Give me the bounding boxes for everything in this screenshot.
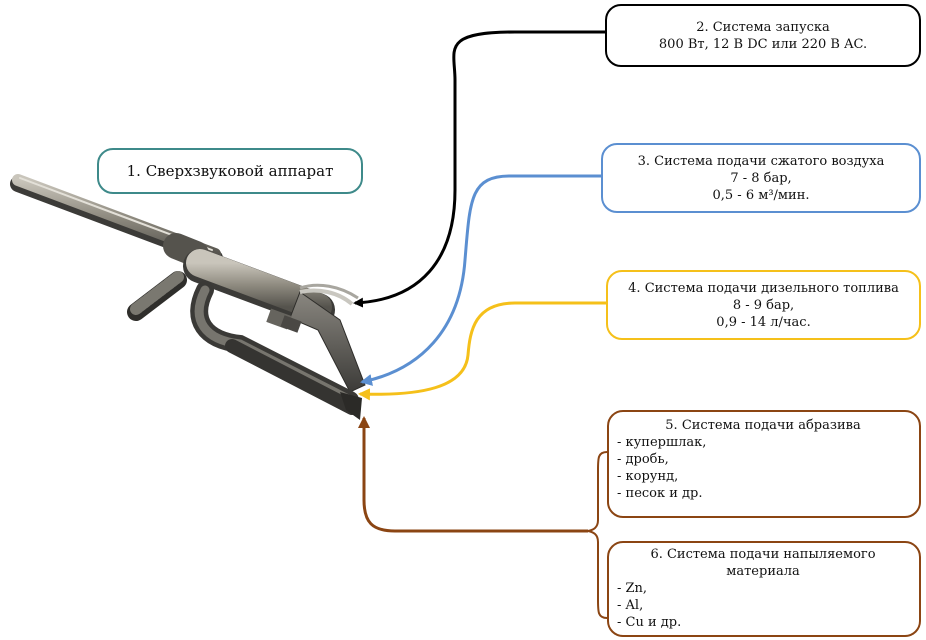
sprayed-material-item: - Zn, bbox=[617, 581, 648, 596]
launch-system-title: 2. Система запуска bbox=[696, 19, 830, 35]
diesel-fuel-title: 4. Система подачи дизельного топлива bbox=[628, 280, 899, 296]
abrasive-item: - корунд, bbox=[617, 469, 679, 484]
device-title-box: 1. Сверхзвуковой аппарат bbox=[97, 148, 363, 194]
launch-system-box: 2. Система запуска 800 Вт, 12 В DC или 2… bbox=[605, 4, 921, 67]
connector-diesel-fuel bbox=[358, 301, 606, 401]
launch-system-spec: 800 Вт, 12 В DC или 220 В AC. bbox=[658, 36, 868, 52]
compressed-air-pressure: 7 - 8 бар, bbox=[730, 170, 792, 186]
sprayed-material-item: - Cu и др. bbox=[617, 615, 682, 630]
sprayed-material-title: материала bbox=[726, 564, 800, 579]
supersonic-apparatus-illustration bbox=[10, 174, 366, 420]
abrasive-box: 5. Система подачи абразива - купершлак, … bbox=[607, 410, 921, 518]
sprayed-material-box: 6. Система подачи напыляемого материала … bbox=[607, 541, 921, 637]
compressed-air-title: 3. Система подачи сжатого воздуха bbox=[637, 153, 885, 169]
connector-abrasive-bracket bbox=[587, 451, 608, 619]
sprayed-material-title: 6. Система подачи напыляемого bbox=[650, 547, 876, 562]
diesel-fuel-flow: 0,9 - 14 л/час. bbox=[716, 314, 811, 330]
device-title: 1. Сверхзвуковой аппарат bbox=[126, 161, 334, 180]
abrasive-item: - купершлак, bbox=[617, 435, 707, 450]
abrasive-title: 5. Система подачи абразива bbox=[665, 418, 861, 433]
abrasive-item: - песок и др. bbox=[617, 486, 703, 501]
compressed-air-box: 3. Система подачи сжатого воздуха 7 - 8 … bbox=[601, 143, 921, 213]
abrasive-item: - дробь, bbox=[617, 452, 669, 467]
connector-launch-system bbox=[353, 30, 605, 308]
diesel-fuel-pressure: 8 - 9 бар, bbox=[732, 297, 795, 313]
diesel-fuel-box: 4. Система подачи дизельного топлива 8 -… bbox=[606, 270, 921, 340]
connector-compressed-air bbox=[360, 174, 601, 386]
sprayed-material-item: - Al, bbox=[617, 598, 644, 613]
connector-abrasive bbox=[358, 416, 588, 533]
compressed-air-flow: 0,5 - 6 м³/мин. bbox=[712, 187, 810, 203]
